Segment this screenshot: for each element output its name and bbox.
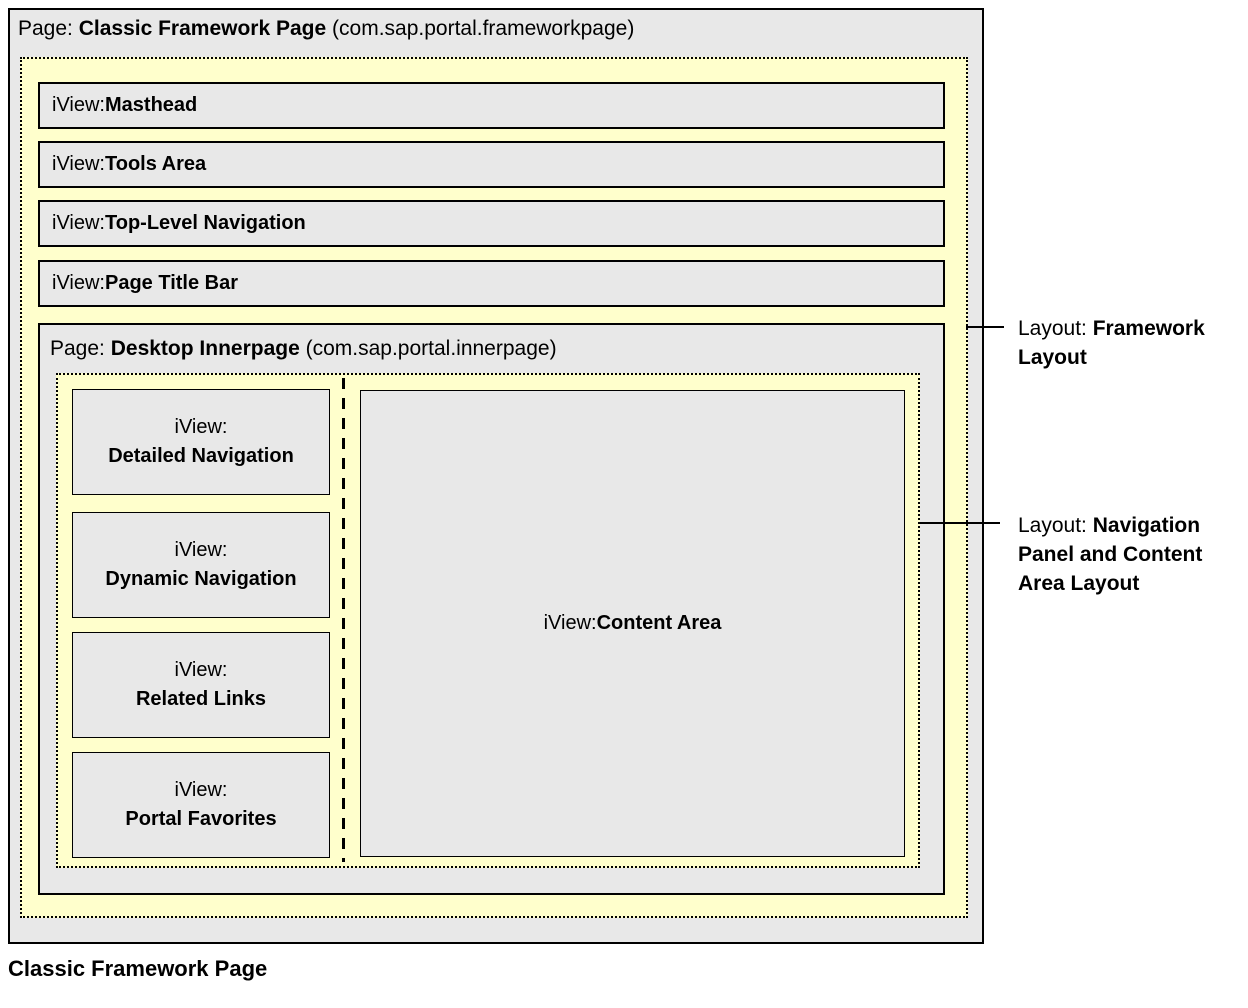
innerpage-title-name: Desktop Innerpage <box>110 337 300 360</box>
iview-dynamic-navigation-label: Dynamic Navigation <box>105 568 297 590</box>
framework-layout-annotation-prefix: Layout: <box>1018 317 1093 340</box>
navigation-layout-annotation-name: Navigation Panel and Content Area Layout <box>1018 514 1203 595</box>
navigation-layout-annotation-prefix: Layout: <box>1018 514 1093 537</box>
diagram-caption: Classic Framework Page <box>8 956 268 981</box>
innerpage-title-prefix: Page: <box>50 337 111 360</box>
navigation-content-divider <box>342 378 345 862</box>
iview-tools-area: iView: Tools Area <box>38 141 945 188</box>
framework-layout-annotation-name: Framework Layout <box>1018 317 1205 369</box>
innerpage-title: Page: Desktop Innerpage (com.sap.portal.… <box>50 336 557 362</box>
iview-page-title-bar: iView: Page Title Bar <box>38 260 945 307</box>
iview-detailed-navigation-label: Detailed Navigation <box>108 445 294 467</box>
iview-detailed-navigation-prefix: iView: <box>174 416 228 438</box>
framework-page-title-name: Classic Framework Page <box>78 17 327 40</box>
iview-dynamic-navigation: iView: Dynamic Navigation <box>72 512 330 618</box>
iview-masthead-label: Masthead <box>105 94 198 116</box>
framework-page-title-prefix: Page: <box>18 17 79 40</box>
navigation-layout-connector-line <box>918 522 1000 524</box>
iview-related-links: iView: Related Links <box>72 632 330 738</box>
iview-content-area-label: Content Area <box>596 612 722 634</box>
navigation-layout-annotation: Layout: Navigation Panel and Content Are… <box>1018 511 1238 598</box>
framework-layout-annotation: Layout: Framework Layout <box>1018 314 1238 372</box>
iview-portal-favorites: iView: Portal Favorites <box>72 752 330 858</box>
iview-masthead-prefix: iView: <box>52 94 105 116</box>
iview-dynamic-navigation-prefix: iView: <box>174 539 228 561</box>
framework-page-title-suffix: (com.sap.portal.frameworkpage) <box>326 17 635 40</box>
iview-top-level-navigation: iView: Top-Level Navigation <box>38 200 945 247</box>
iview-portal-favorites-label: Portal Favorites <box>125 808 277 830</box>
iview-top-level-navigation-prefix: iView: <box>52 212 105 234</box>
iview-masthead: iView: Masthead <box>38 82 945 129</box>
innerpage-title-suffix: (com.sap.portal.innerpage) <box>299 337 557 360</box>
iview-top-level-navigation-label: Top-Level Navigation <box>105 212 306 234</box>
iview-tools-area-prefix: iView: <box>52 153 105 175</box>
iview-related-links-label: Related Links <box>135 688 267 710</box>
iview-page-title-bar-prefix: iView: <box>52 272 105 294</box>
iview-related-links-prefix: iView: <box>174 659 228 681</box>
framework-layout-connector-line <box>966 326 1004 328</box>
framework-page-title: Page: Classic Framework Page (com.sap.po… <box>18 16 634 42</box>
iview-portal-favorites-prefix: iView: <box>174 779 228 801</box>
iview-content-area-prefix: iView: <box>543 612 597 634</box>
iview-page-title-bar-label: Page Title Bar <box>105 272 239 294</box>
iview-detailed-navigation: iView: Detailed Navigation <box>72 389 330 495</box>
iview-content-area: iView: Content Area <box>360 390 905 857</box>
iview-tools-area-label: Tools Area <box>105 153 207 175</box>
